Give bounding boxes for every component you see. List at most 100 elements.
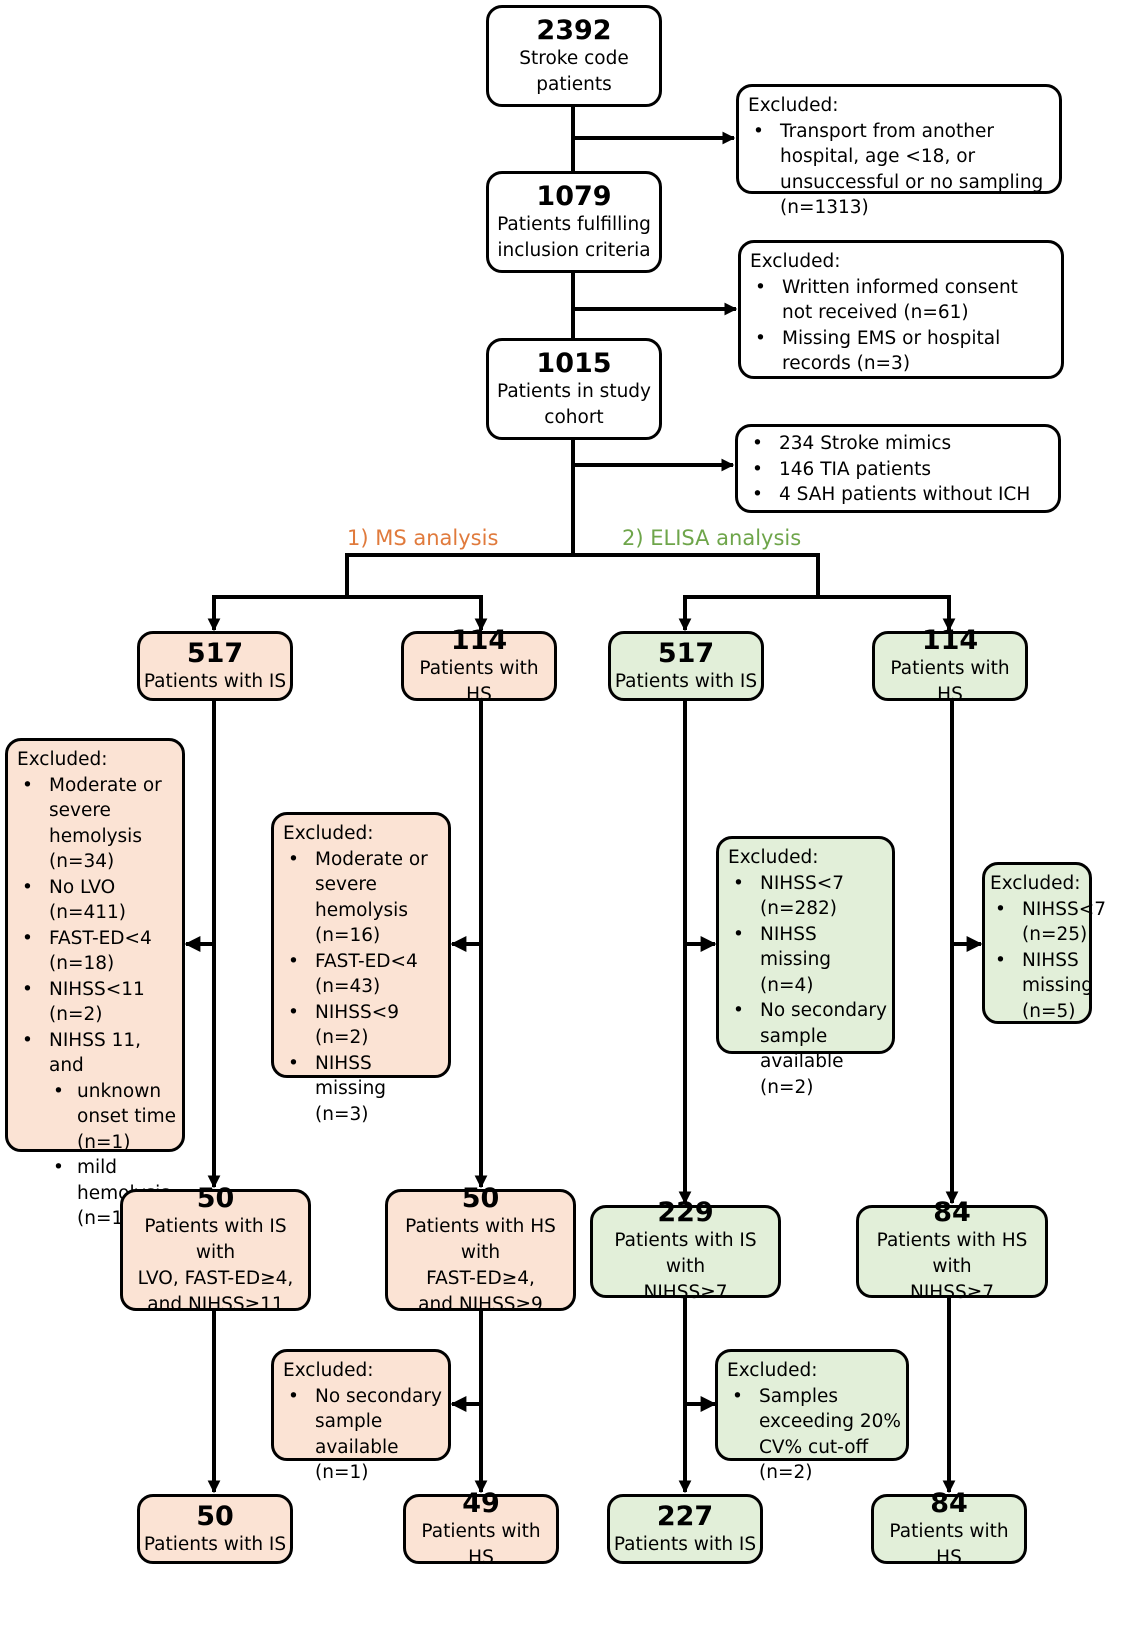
exclusion-item: No secondary sample available (n=1) bbox=[283, 1384, 444, 1486]
box-el-hs-selected: 84 Patients with HS with NIHSS≥7 bbox=[856, 1197, 1048, 1303]
count: 2392 bbox=[536, 14, 612, 46]
exclusion-item: NIHSS<9 (n=2) bbox=[283, 1000, 444, 1051]
exclusion-heading: Excluded: bbox=[283, 823, 374, 844]
exclusion-item: 146 TIA patients bbox=[747, 457, 1050, 483]
count: 50 bbox=[461, 1182, 500, 1214]
branch-label-ms: 1) MS analysis bbox=[347, 526, 499, 550]
exclusion-list: 234 Stroke mimics146 TIA patients4 SAH p… bbox=[747, 431, 1050, 508]
exclusion-item: FAST-ED<4 (n=18) bbox=[17, 926, 178, 977]
label: Patients with IS bbox=[143, 1533, 287, 1555]
label: Patients with HS bbox=[889, 1520, 1009, 1568]
exclusion-item: No LVO (n=411) bbox=[17, 875, 178, 926]
exclusion-box-ms-hs-2: Excluded: No secondary sample available … bbox=[271, 1349, 451, 1483]
label: Patients fulfilling inclusion criteria bbox=[497, 213, 651, 261]
label: Patients in study cohort bbox=[497, 380, 651, 428]
exclusion-item: NIHSS missing (n=3) bbox=[283, 1051, 444, 1128]
exclusion-list: NIHSS<7 (n=25)NIHSS missing (n=5) bbox=[990, 897, 1106, 1025]
exclusion-heading: Excluded: bbox=[727, 1360, 818, 1381]
box-stroke-code-patients: 2392 Stroke code patients bbox=[486, 5, 662, 107]
exclusion-item: NIHSS<11 (n=2) bbox=[17, 977, 178, 1028]
box-inclusion-criteria: 1079 Patients fulfilling inclusion crite… bbox=[486, 171, 662, 273]
count: 517 bbox=[186, 637, 244, 669]
box-ms-is-selected: 50 Patients with IS with LVO, FAST-ED≥4,… bbox=[120, 1183, 311, 1315]
count: 1015 bbox=[536, 347, 612, 379]
label: Patients with HS with FAST-ED≥4, and NIH… bbox=[405, 1215, 556, 1315]
exclusion-box-ms-is: Excluded: Moderate or severe hemolysis (… bbox=[5, 738, 185, 1229]
exclusion-box-3: 234 Stroke mimics146 TIA patients4 SAH p… bbox=[735, 424, 1061, 513]
label: Patients with IS bbox=[613, 1533, 757, 1555]
exclusion-box-el-is: Excluded: NIHSS<7 (n=282)NIHSS missing (… bbox=[716, 836, 895, 1098]
exclusion-item: NIHSS missing (n=5) bbox=[990, 948, 1093, 1025]
label: Patients with HS bbox=[419, 657, 539, 705]
exclusion-item: 234 Stroke mimics bbox=[747, 431, 1050, 457]
exclusion-box-2: Excluded: Written informed consent not r… bbox=[738, 240, 1064, 379]
exclusion-heading: Excluded: bbox=[748, 95, 839, 116]
box-ms-hs-final: 49 Patients with HS bbox=[403, 1488, 559, 1568]
exclusion-heading: Excluded: bbox=[750, 251, 841, 272]
box-el-is: 517 Patients with IS bbox=[608, 631, 764, 701]
label: Patients with IS bbox=[614, 670, 758, 692]
label: Patients with IS bbox=[143, 670, 287, 692]
exclusion-box-1: Excluded: Transport from another hospita… bbox=[736, 84, 1062, 218]
exclusion-box-ms-hs: Excluded: Moderate or severe hemolysis (… bbox=[271, 812, 451, 1125]
exclusion-list: Transport from another hospital, age <18… bbox=[748, 119, 1051, 221]
elisa-split-line bbox=[683, 595, 956, 632]
exclusion-list: Samples exceeding 20% CV% cut-off (n=2) bbox=[727, 1384, 902, 1486]
box-ms-hs: 114 Patients with HS bbox=[401, 625, 557, 705]
count: 84 bbox=[930, 1487, 968, 1519]
label: Patients with HS with NIHSS≥7 bbox=[876, 1230, 1028, 1303]
exclusion-item: NIHSS<7 (n=282) bbox=[728, 871, 888, 922]
exclusion-heading: Excluded: bbox=[728, 847, 819, 868]
label: Patients with HS bbox=[421, 1520, 541, 1568]
count: 50 bbox=[196, 1500, 234, 1532]
exclusion-list: Written informed consent not received (n… bbox=[750, 275, 1053, 377]
count: 227 bbox=[656, 1500, 714, 1532]
exclusion-item: NIHSS missing (n=4) bbox=[728, 922, 888, 999]
exclusion-item: Written informed consent not received (n… bbox=[750, 275, 1053, 326]
box-ms-is-final: 50 Patients with IS bbox=[137, 1494, 293, 1564]
count: 114 bbox=[921, 624, 979, 656]
split-line bbox=[345, 553, 820, 599]
exclusion-item: Transport from another hospital, age <18… bbox=[748, 119, 1051, 221]
exclusion-sublist: unknown onset time (n=1)mild hemolysis (… bbox=[49, 1079, 178, 1232]
count: 50 bbox=[196, 1182, 235, 1214]
exclusion-box-el-hs: Excluded: NIHSS<7 (n=25)NIHSS missing (n… bbox=[982, 862, 1106, 1025]
box-el-is-selected: 229 Patients with IS with NIHSS≥7 bbox=[590, 1197, 781, 1303]
count: 49 bbox=[462, 1487, 500, 1519]
exclusion-list: No secondary sample available (n=1) bbox=[283, 1384, 444, 1486]
exclusion-item-text: NIHSS 11, and bbox=[49, 1029, 141, 1077]
label: Patients with IS with LVO, FAST-ED≥4, an… bbox=[137, 1215, 294, 1315]
exclusion-heading: Excluded: bbox=[990, 873, 1081, 894]
exclusion-item: NIHSS 11, andunknown onset time (n=1)mil… bbox=[17, 1028, 178, 1232]
ms-split-line bbox=[212, 595, 488, 632]
exclusion-item: Moderate or severe hemolysis (n=34) bbox=[17, 773, 178, 875]
exclusion-item: 4 SAH patients without ICH bbox=[747, 482, 1050, 508]
exclusion-item: Missing EMS or hospital records (n=3) bbox=[750, 326, 1053, 377]
exclusion-subitem: unknown onset time (n=1) bbox=[49, 1079, 178, 1156]
exclusion-item: FAST-ED<4 (n=43) bbox=[283, 949, 444, 1000]
label: Stroke code patients bbox=[519, 47, 629, 95]
box-el-hs: 114 Patients with HS bbox=[872, 625, 1028, 705]
label: Patients with IS with NIHSS≥7 bbox=[614, 1230, 757, 1303]
count: 114 bbox=[450, 624, 508, 656]
count: 1079 bbox=[536, 180, 612, 212]
branch-label-elisa: 2) ELISA analysis bbox=[622, 526, 802, 550]
box-ms-is: 517 Patients with IS bbox=[137, 631, 293, 701]
label: Patients with HS bbox=[890, 657, 1010, 705]
exclusion-item: No secondary sample available (n=2) bbox=[728, 998, 888, 1100]
exclusion-item: NIHSS<7 (n=25) bbox=[990, 897, 1106, 948]
count: 229 bbox=[657, 1197, 714, 1228]
box-el-is-final: 227 Patients with IS bbox=[607, 1494, 763, 1564]
box-el-hs-final: 84 Patients with HS bbox=[871, 1488, 1027, 1568]
exclusion-list: NIHSS<7 (n=282)NIHSS missing (n=4)No sec… bbox=[728, 871, 888, 1101]
count: 84 bbox=[933, 1197, 971, 1228]
exclusion-item: Samples exceeding 20% CV% cut-off (n=2) bbox=[727, 1384, 902, 1486]
box-ms-hs-selected: 50 Patients with HS with FAST-ED≥4, and … bbox=[385, 1183, 576, 1315]
count: 517 bbox=[657, 637, 715, 669]
exclusion-heading: Excluded: bbox=[17, 749, 108, 770]
exclusion-list: Moderate or severe hemolysis (n=34)No LV… bbox=[17, 773, 178, 1232]
exclusion-heading: Excluded: bbox=[283, 1360, 374, 1381]
box-study-cohort: 1015 Patients in study cohort bbox=[486, 338, 662, 440]
